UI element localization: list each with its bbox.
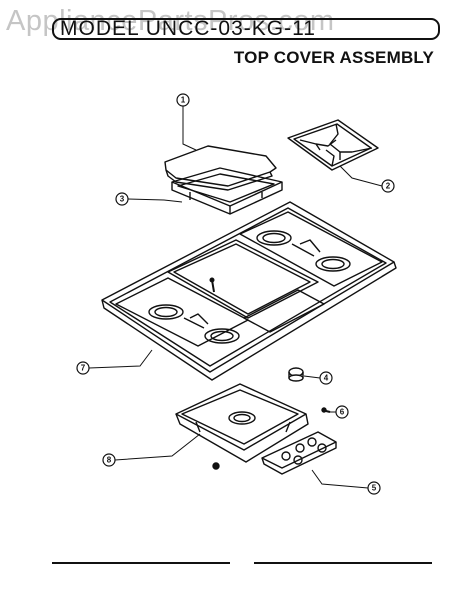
callout-5: 5 (372, 484, 377, 493)
burner-grate-part (287, 119, 379, 171)
nut-part (212, 462, 220, 470)
callout-circle-8 (102, 453, 116, 467)
main-cooktop-part (101, 201, 397, 381)
callout-7: 7 (81, 364, 86, 373)
callout-circle-3 (115, 192, 129, 206)
callout-circle-4 (319, 371, 333, 385)
model-frame (52, 18, 440, 40)
callout-6: 6 (340, 408, 345, 417)
callout-8: 8 (107, 456, 112, 465)
control-knob-part (288, 367, 304, 382)
callout-circle-6 (335, 405, 349, 419)
cover-frame-part (171, 167, 283, 215)
callout-circle-7 (76, 361, 90, 375)
callout-circle-1 (176, 93, 190, 107)
screw-part (321, 407, 331, 413)
burner-plate-part (261, 431, 337, 475)
callout-1: 1 (181, 96, 186, 105)
callout-4: 4 (324, 374, 329, 383)
callout-circle-2 (381, 179, 395, 193)
burner-box-part (175, 383, 309, 463)
footer-line-left (52, 562, 230, 564)
callout-2: 2 (386, 182, 391, 191)
model-number: MODEL UNCC-03-KG-11 (60, 17, 316, 40)
callout-circle-5 (367, 481, 381, 495)
footer-line-right (254, 562, 432, 564)
page-title: TOP COVER ASSEMBLY (233, 48, 434, 67)
callout-3: 3 (120, 195, 125, 204)
